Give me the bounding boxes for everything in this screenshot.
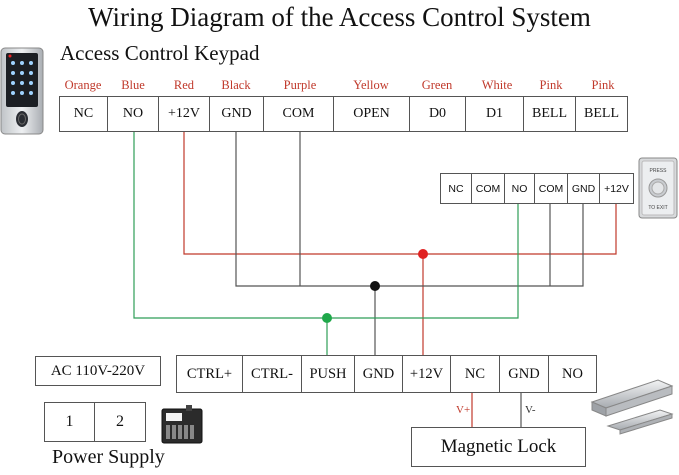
- exit-button-terminal: +12V: [604, 182, 629, 195]
- exit-button-terminal: COM: [535, 174, 568, 203]
- exit-button-terminal: COM: [472, 174, 505, 203]
- keypad-terminal: COM: [264, 97, 334, 131]
- ac-input-label: AC 110V-220V: [35, 356, 161, 386]
- controller-terminal: GND: [500, 356, 549, 392]
- exit-button-terminal-block: NC COM NO COM GND +12V: [440, 173, 634, 204]
- keypad-terminal: D1: [466, 97, 524, 131]
- keypad-terminal: GND: [210, 97, 264, 131]
- power-supply-terminal: 2: [116, 413, 124, 430]
- wire-green-no: [133, 130, 519, 319]
- power-supply-label: Power Supply: [52, 446, 165, 468]
- wire-color-label: Yellow: [353, 78, 389, 92]
- controller-terminal: CTRL-: [243, 356, 302, 392]
- keypad-terminal: NC: [60, 97, 108, 131]
- controller-terminal: GND: [355, 356, 403, 392]
- controller-terminal: NO: [562, 365, 583, 382]
- wire-color-label: Pink: [539, 78, 563, 92]
- wire-color-label: Orange: [64, 78, 102, 92]
- wire-color-label: Black: [221, 78, 251, 92]
- keypad-terminal-block: NC NO +12V GND COM OPEN D0 D1 BELL BELL: [59, 96, 628, 132]
- power-supply-terminal-block: 1 2: [44, 402, 146, 442]
- diagram-title: Wiring Diagram of the Access Control Sys…: [88, 2, 591, 32]
- exit-button-device-icon: PRESS TO EXIT: [638, 157, 678, 219]
- keypad-terminal: +12V: [159, 97, 210, 131]
- keypad-device-icon: [0, 47, 44, 135]
- wire-color-label: White: [481, 78, 513, 92]
- exit-button-terminal: GND: [568, 174, 600, 203]
- power-supply-terminal: 1: [45, 403, 95, 441]
- keypad-terminal: BELL: [584, 106, 619, 121]
- keypad-terminal: OPEN: [334, 97, 410, 131]
- keypad-label: Access Control Keypad: [60, 41, 260, 65]
- magnetic-lock-device-icon: [588, 376, 676, 440]
- junction-green-dot: [322, 313, 332, 323]
- controller-terminal: +12V: [403, 356, 451, 392]
- wire-color-label: Green: [421, 78, 453, 92]
- lock-vplus-label: V+: [456, 404, 471, 416]
- wire-color-label: Purple: [283, 78, 317, 92]
- magnetic-lock-label: Magnetic Lock: [411, 427, 586, 467]
- wire-black-gnd: [235, 130, 584, 287]
- exit-button-press-text: PRESS: [650, 168, 668, 174]
- junction-black-dot: [370, 281, 380, 291]
- controller-terminal-block: CTRL+ CTRL- PUSH GND +12V NC GND NO: [176, 355, 597, 393]
- keypad-terminal: BELL: [524, 97, 576, 131]
- controller-terminal: CTRL+: [177, 356, 243, 392]
- keypad-terminal: NO: [108, 97, 159, 131]
- lock-vminus-label: V-: [525, 404, 536, 416]
- power-supply-device-icon: [160, 403, 204, 445]
- controller-terminal: NC: [451, 356, 500, 392]
- wire-color-label: Blue: [121, 78, 145, 92]
- exit-button-terminal: NO: [505, 174, 535, 203]
- exit-button-terminal: NC: [441, 174, 472, 203]
- wire-red-12v: [183, 130, 617, 255]
- controller-terminal: PUSH: [302, 356, 355, 392]
- exit-button-exit-text: TO EXIT: [648, 205, 667, 211]
- keypad-terminal: D0: [410, 97, 466, 131]
- junction-red-dot: [418, 249, 428, 259]
- wire-color-label: Pink: [591, 78, 615, 92]
- wire-color-label: Red: [173, 78, 195, 92]
